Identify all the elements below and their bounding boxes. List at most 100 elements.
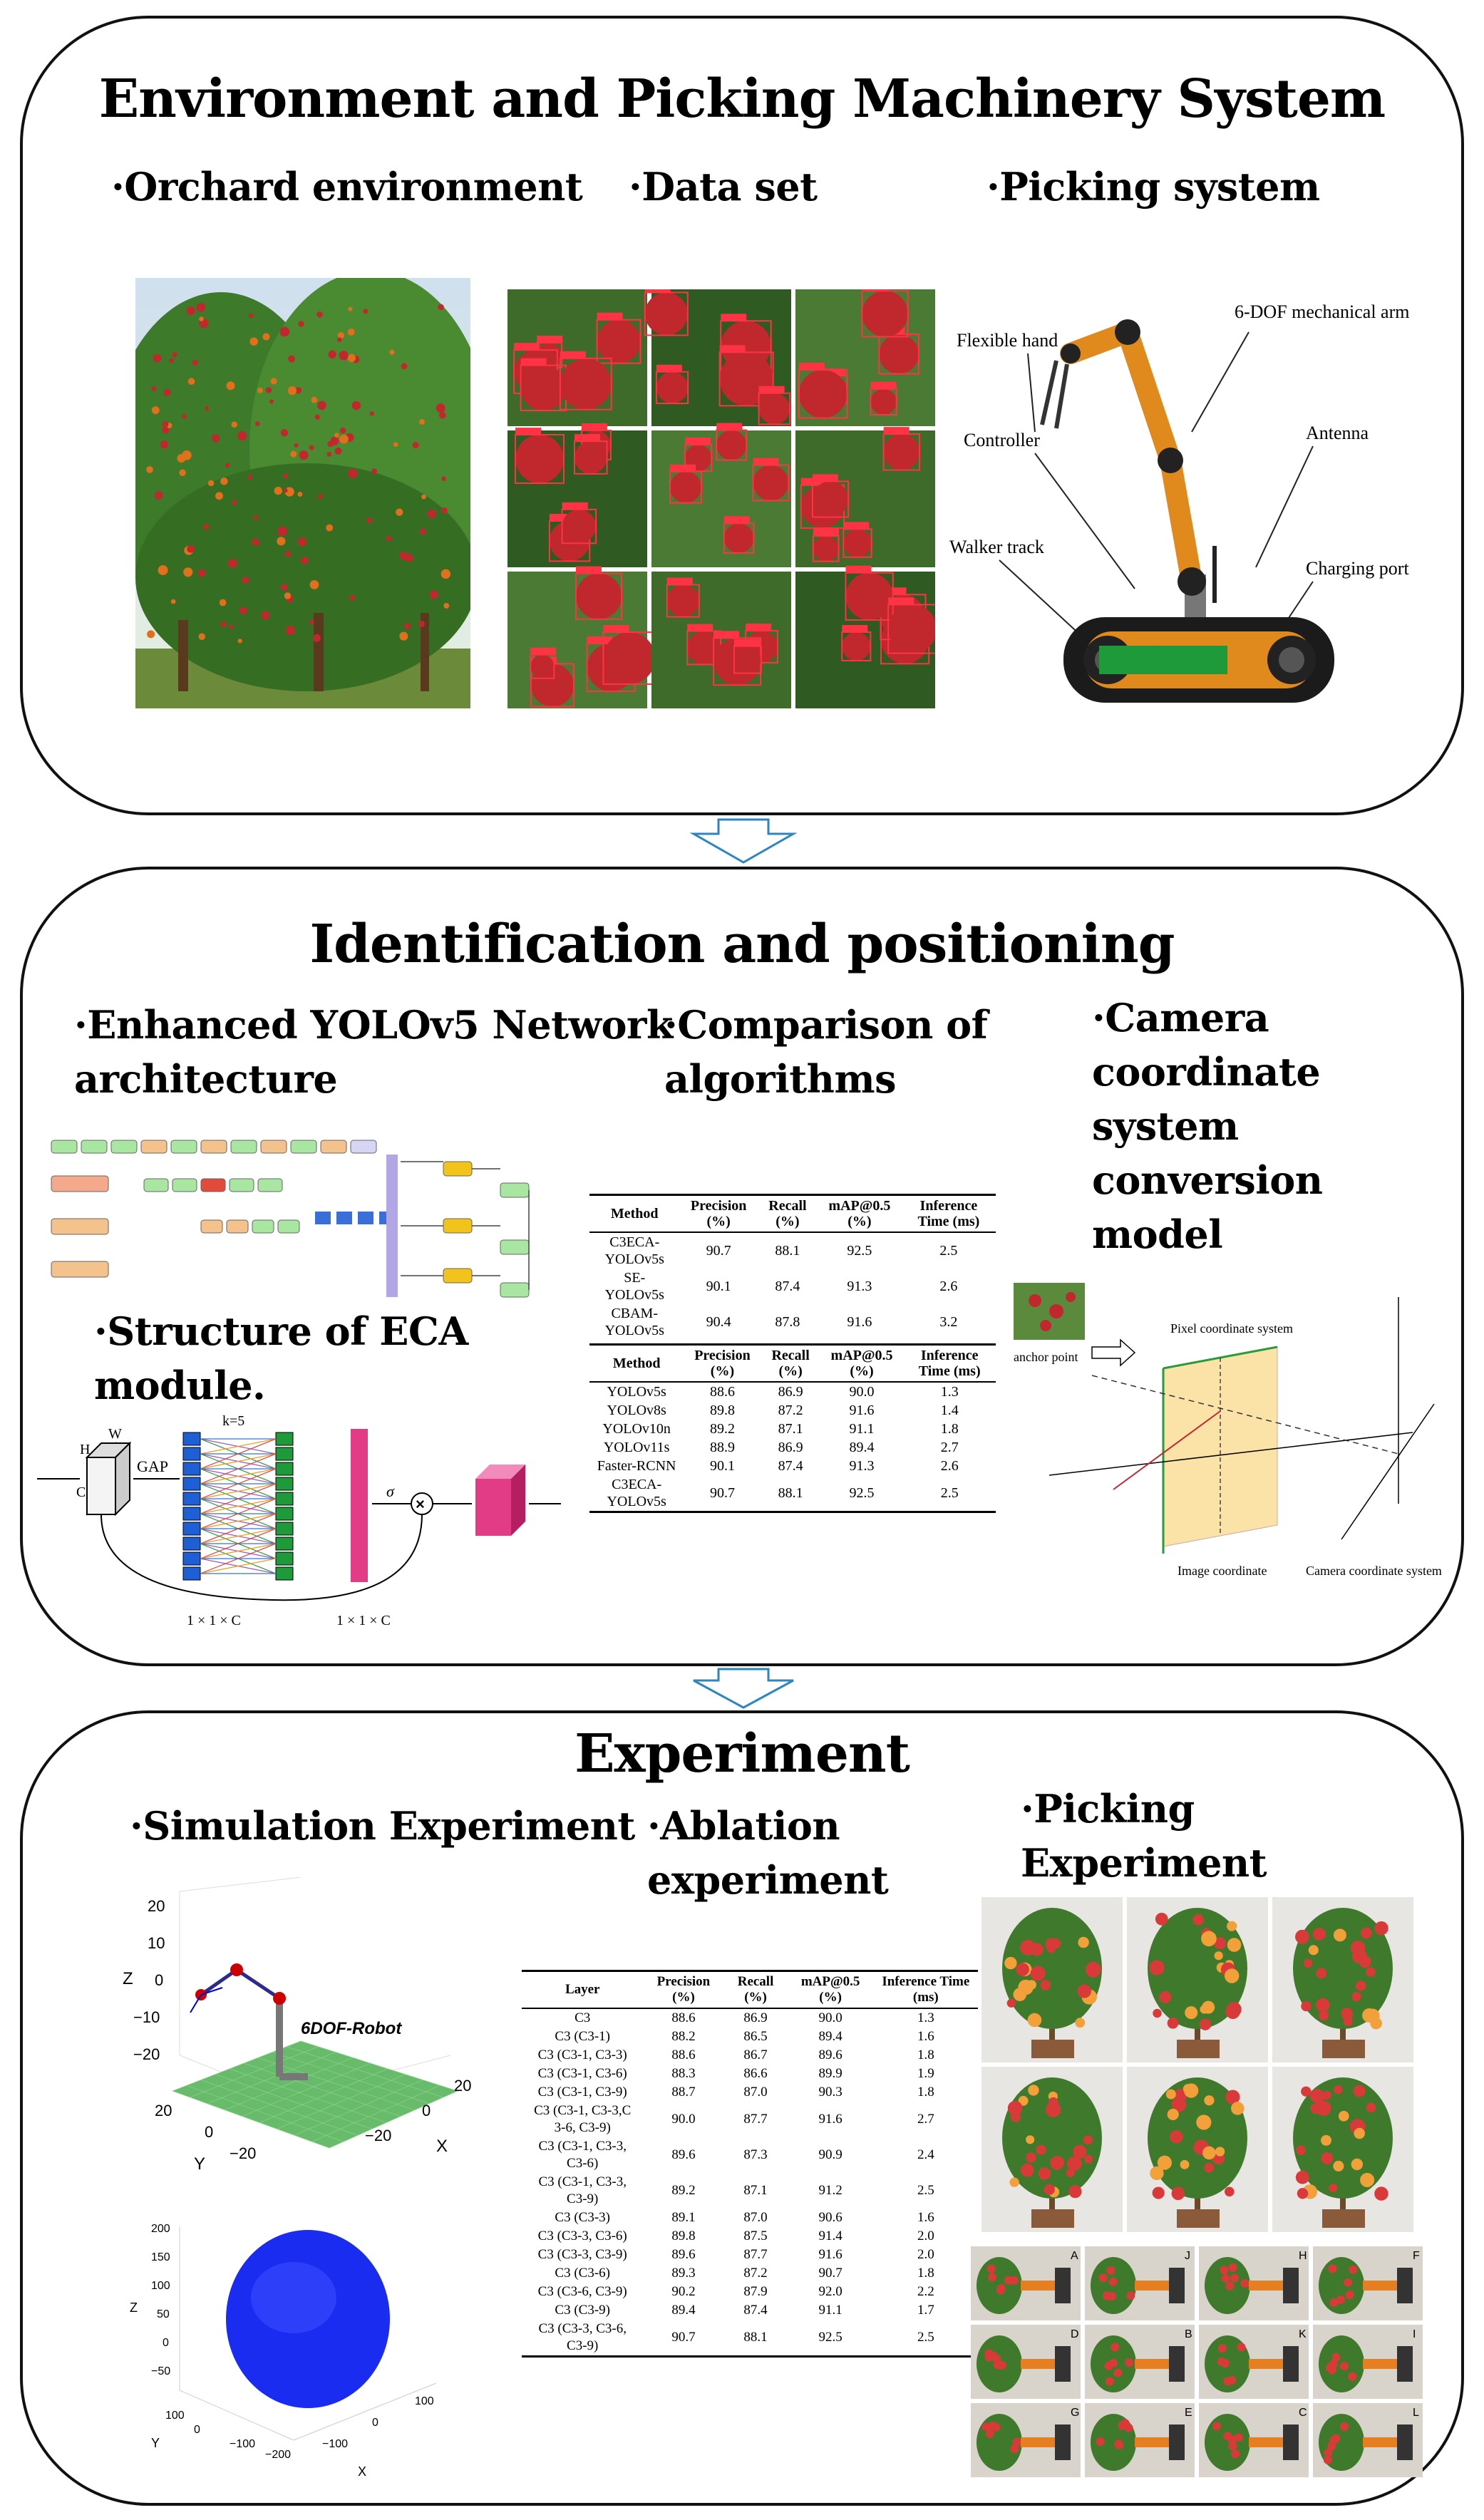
- eca-w: W: [108, 1426, 122, 1442]
- table-cell: 89.4: [849, 1440, 875, 1455]
- z-tick: 20: [148, 1897, 165, 1915]
- callout-controller: Controller: [964, 430, 1040, 450]
- table-cell: YOLOv8s: [607, 1403, 666, 1418]
- orchard-label: ·Orchard environment: [111, 164, 583, 210]
- table-cell: 92.0: [818, 2284, 843, 2299]
- photo-letter: K: [1299, 2328, 1307, 2340]
- camera-label: ·Camera coordinate system conversion mod…: [1092, 995, 1323, 1257]
- callout-flexible-hand: Flexible hand: [957, 330, 1058, 351]
- table-cell: 87.7: [743, 2247, 768, 2262]
- table-cell: 90.6: [818, 2210, 843, 2225]
- table-header: Recall (%): [761, 1343, 820, 1383]
- table-cell: 89.6: [671, 2247, 696, 2262]
- table-cell: 88.9: [709, 1440, 735, 1455]
- x-tick: 0: [422, 2102, 431, 2119]
- camera-coord-label: Camera coordinate system: [1306, 1564, 1442, 1578]
- pixel-coord-label: Pixel coordinate system: [1170, 1321, 1293, 1336]
- callout-arm: 6-DOF mechanical arm: [1235, 301, 1409, 322]
- table-header: Precision (%): [684, 1343, 761, 1383]
- table-cell: C3 (C3-1): [555, 2029, 610, 2044]
- y-tick: 0: [205, 2123, 213, 2141]
- y-axis-label: Y: [194, 2154, 205, 2174]
- table-cell: C3 (C3-6): [555, 2266, 610, 2281]
- table-cell: 91.6: [847, 1314, 872, 1330]
- x-axis-label: X: [358, 2464, 366, 2479]
- robot-simulation-plot: 6DOF-Robot 20 10 0 −10 −20 Z 20 0 −20 −2…: [123, 1877, 522, 2176]
- apple-tree-photo-grid: [981, 1897, 1416, 2232]
- table-cell: 89.2: [709, 1421, 735, 1437]
- table-cell: 87.2: [778, 1403, 803, 1418]
- table-cell: C3 (C3-3, C3-6): [537, 2229, 627, 2243]
- experiment-title: Experiment: [574, 1723, 910, 1785]
- y-tick: 100: [165, 2410, 185, 2422]
- table-cell: 87.4: [743, 2303, 768, 2318]
- table-cell: 90.7: [818, 2266, 843, 2281]
- photo-letter: F: [1413, 2250, 1420, 2262]
- table-cell: 87.5: [743, 2229, 768, 2243]
- table-cell: C3ECA-YOLOv5s: [589, 1475, 684, 1513]
- table-cell: 1.4: [940, 1403, 959, 1418]
- sigma-label: σ: [386, 1482, 395, 1500]
- image-coord-label: Image coordinate: [1178, 1564, 1267, 1578]
- table-header: Recall (%): [723, 1970, 788, 2009]
- eca-dim-2: 1 × 1 × C: [336, 1613, 391, 1628]
- photo-letter: I: [1413, 2328, 1416, 2340]
- table-cell: 87.0: [743, 2085, 768, 2100]
- ablation-label: ·Ablation experiment: [647, 1803, 889, 1903]
- simulation-label: ·Simulation Experiment: [130, 1803, 635, 1849]
- eca-dim-1: 1 × 1 × C: [187, 1613, 241, 1628]
- photo-letter: D: [1071, 2328, 1079, 2340]
- table-cell: 87.2: [743, 2266, 768, 2281]
- table-cell: 88.7: [671, 2085, 696, 2100]
- table-cell: C3 (C3-9): [555, 2303, 610, 2318]
- table-cell: 90.0: [849, 1384, 875, 1400]
- y-tick: 20: [155, 2102, 172, 2119]
- photo-letter: J: [1185, 2250, 1190, 2262]
- table-cell: 90.3: [818, 2085, 843, 2100]
- table-cell: 89.4: [818, 2029, 843, 2044]
- table-cell: YOLOv11s: [603, 1440, 670, 1455]
- table-cell: 87.7: [743, 2112, 768, 2127]
- table-header: mAP@0.5 (%): [818, 1194, 902, 1233]
- eca-label: ·Structure of ECA module.: [94, 1308, 468, 1408]
- table-cell: C3ECA-YOLOv5s: [604, 1234, 664, 1267]
- table-cell: Faster-RCNN: [597, 1458, 676, 1474]
- table-cell: 89.6: [818, 2048, 843, 2062]
- x-axis-label: X: [436, 2137, 448, 2156]
- table-header: Inference Time (ms): [901, 1194, 996, 1233]
- table-cell: SE-YOLOv5s: [604, 1270, 664, 1303]
- y-tick: −100: [230, 2438, 255, 2450]
- table-cell: 88.6: [671, 2010, 696, 2025]
- table-cell: 2.5: [917, 2183, 934, 2198]
- robot-plot-label: 6DOF-Robot: [301, 2019, 402, 2038]
- table-cell: C3 (C3-3): [555, 2210, 610, 2225]
- callout-antenna: Antenna: [1306, 423, 1369, 443]
- y-tick: −200: [265, 2449, 291, 2461]
- table-cell: 90.0: [818, 2010, 843, 2025]
- table-cell: 89.4: [671, 2303, 696, 2318]
- table-header: Precision (%): [679, 1194, 758, 1233]
- table-cell: 90.0: [671, 2112, 696, 2127]
- table-cell: 1.3: [940, 1384, 959, 1400]
- picking-system-label: ·Picking system: [986, 164, 1320, 210]
- dataset-label: ·Data set: [629, 164, 818, 210]
- table-cell: 87.4: [778, 1458, 803, 1474]
- table-header: Layer: [522, 1970, 644, 2009]
- table-cell: 91.3: [847, 1279, 872, 1294]
- table-cell: 86.5: [743, 2029, 768, 2044]
- z-tick: 100: [151, 2280, 170, 2292]
- table-cell: 2.7: [917, 2112, 934, 2127]
- table-cell: 86.6: [743, 2066, 768, 2081]
- table-cell: 89.1: [671, 2210, 696, 2225]
